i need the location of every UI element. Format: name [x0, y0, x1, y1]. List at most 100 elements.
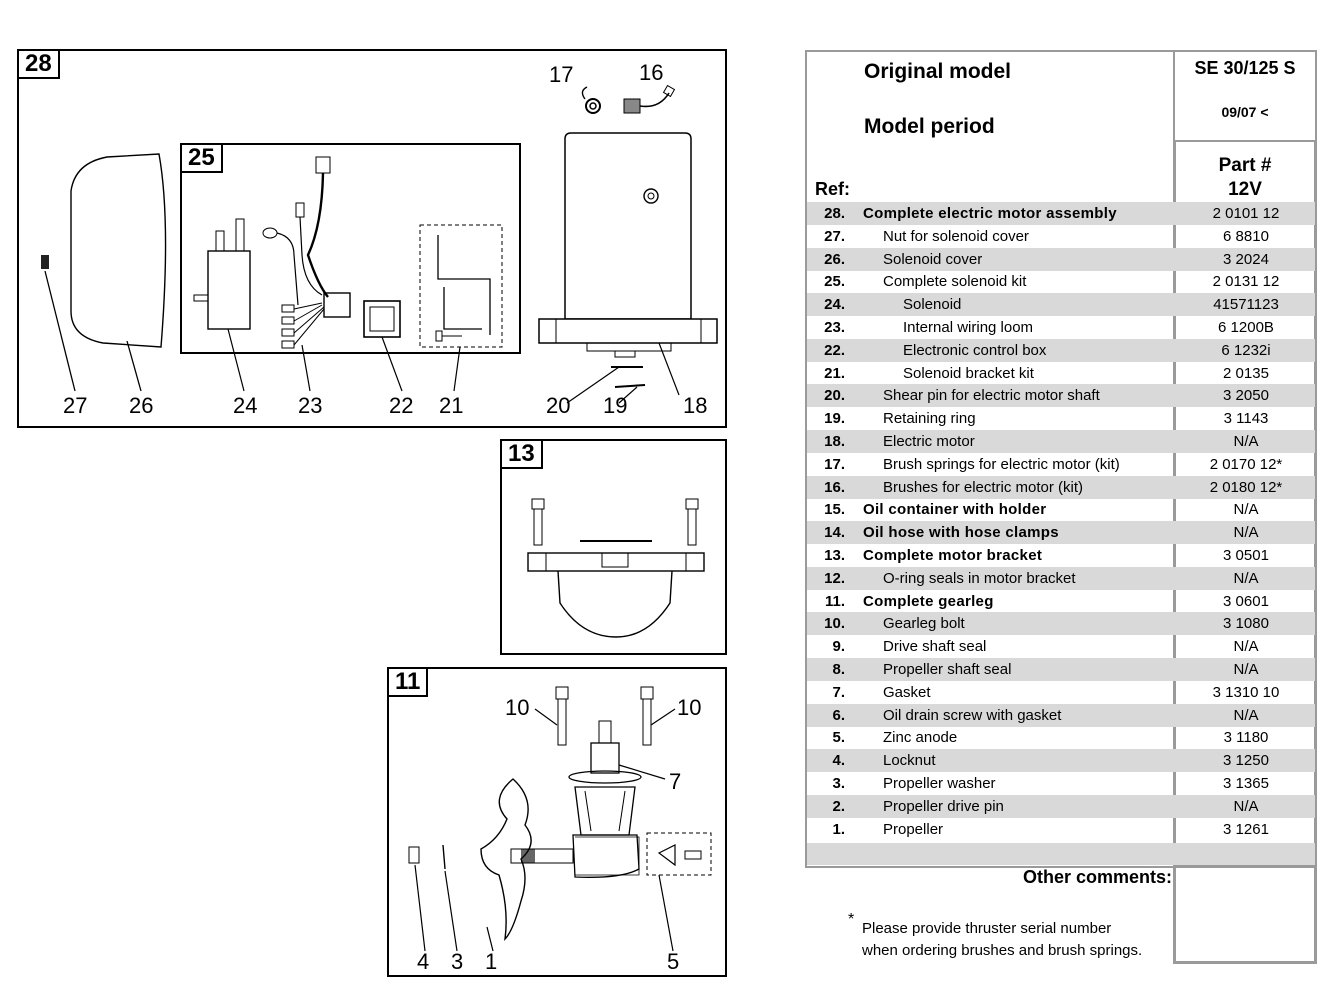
callout-21: 21: [439, 393, 464, 418]
row-part-number: N/A: [1233, 524, 1259, 542]
row-description: Gearleg bolt: [883, 615, 965, 633]
row-ref: 19.: [824, 410, 845, 428]
callout-23: 23: [298, 393, 323, 418]
comments-box-top: [1173, 865, 1317, 868]
row-ref: 12.: [824, 569, 845, 587]
callout-27: 27: [63, 393, 88, 418]
row-ref: 5.: [832, 729, 845, 747]
row-ref: 24.: [824, 296, 845, 314]
row-ref: 11.: [824, 592, 845, 610]
row-ref: 9.: [832, 638, 845, 656]
row-part-number: N/A: [1233, 501, 1259, 519]
row-ref: 2.: [832, 797, 845, 815]
panel-11-gearleg: 11 10 10 7 4 3 1: [387, 667, 727, 977]
motor-bracket-drawing: [527, 498, 705, 638]
row-ref: 23.: [824, 319, 845, 336]
row-part-number: 2 0135: [1223, 364, 1269, 382]
callout-18: 18: [683, 393, 708, 418]
row-ref: 16.: [824, 478, 845, 496]
table-row: 16. Brushes for electric motor (kit) 2 018…: [807, 475, 1315, 499]
row-description: Complete solenoid kit: [883, 273, 1027, 291]
row-part-number: 3 1310 10: [1212, 683, 1280, 701]
row-part-number: 2 0101 12: [1212, 205, 1280, 222]
callout-10-right: 10: [677, 695, 702, 720]
callout-26: 26: [129, 393, 154, 418]
row-ref: 28.: [824, 205, 845, 222]
row-description: Complete gearleg: [863, 592, 994, 610]
row-part-number: 6 1232i: [1221, 341, 1271, 359]
row-ref: 15.: [824, 501, 845, 519]
row-ref: 17.: [824, 455, 845, 473]
row-description: Electric motor: [883, 433, 975, 450]
callout-5: 5: [667, 949, 680, 974]
row-ref: 10.: [824, 615, 845, 633]
row-ref: 13.: [824, 547, 845, 564]
footnote-asterisk: *: [848, 911, 855, 928]
table-row: 11. Complete gearleg 3 0601: [807, 590, 1315, 613]
row-ref: 3.: [832, 775, 845, 792]
table-row: 17. Brush springs for electric motor (kit…: [807, 453, 1315, 476]
row-ref: 20.: [824, 387, 845, 405]
row-part-number: 6 1200B: [1218, 319, 1274, 336]
row-part-number: N/A: [1233, 638, 1259, 656]
row-ref: 26.: [824, 250, 845, 268]
voltage-label: 12V: [1228, 179, 1262, 200]
callout-22: 22: [389, 393, 414, 418]
table-row: 1. Propeller 3 1261: [807, 818, 1315, 841]
model-period-label: Model period: [864, 115, 995, 138]
row-ref: 22.: [824, 341, 845, 359]
row-ref: 7.: [832, 683, 845, 701]
row-ref: 6.: [832, 706, 845, 724]
table-row: 18. Electric motor N/A: [807, 430, 1315, 453]
row-part-number: 41571123: [1213, 296, 1279, 314]
row-description: Shear pin for electric motor shaft: [883, 387, 1100, 405]
footnote-line-2: when ordering brushes and brush springs.: [862, 942, 1143, 959]
row-description: Oil drain screw with gasket: [883, 706, 1062, 724]
electric-motor-drawing: [41, 84, 718, 404]
callout-24: 24: [233, 393, 258, 418]
row-description: Retaining ring: [883, 410, 976, 428]
row-part-number: N/A: [1233, 433, 1259, 450]
row-ref: 4.: [832, 752, 845, 770]
panel-tag: 11: [387, 667, 429, 697]
row-description: Brush springs for electric motor (kit): [883, 455, 1120, 473]
panel-tag: 13: [500, 439, 543, 469]
row-description: Propeller washer: [883, 775, 996, 792]
callout-1: 1: [485, 949, 498, 974]
row-description: Gasket: [883, 683, 931, 701]
table-filler-row: [807, 843, 1315, 865]
row-description: Brushes for electric motor (kit): [883, 478, 1084, 496]
row-part-number: 3 1261: [1223, 820, 1269, 838]
row-ref: 1.: [832, 820, 845, 838]
callout-10-left: 10: [505, 695, 530, 720]
row-part-number: 2 0180 12*: [1209, 478, 1283, 496]
callout-16: 16: [639, 60, 664, 85]
panel-25-solenoid-kit: 25: [180, 143, 521, 392]
row-part-number: 3 1250: [1223, 752, 1269, 770]
row-ref: 21.: [824, 364, 845, 382]
row-part-number: N/A: [1233, 569, 1259, 587]
table-divider: [1173, 142, 1176, 964]
row-description: Complete motor bracket: [863, 547, 1043, 564]
row-description: Propeller: [883, 820, 944, 838]
callout-3: 3: [451, 949, 464, 974]
footnote-line-1: Please provide thruster serial number: [862, 920, 1112, 937]
row-part-number: 3 0601: [1223, 592, 1269, 610]
panel-13-motor-bracket: 13: [500, 439, 727, 655]
other-comments-label: Other comments:: [1022, 867, 1172, 887]
row-ref: 18.: [824, 433, 845, 450]
callout-17: 17: [549, 62, 574, 87]
